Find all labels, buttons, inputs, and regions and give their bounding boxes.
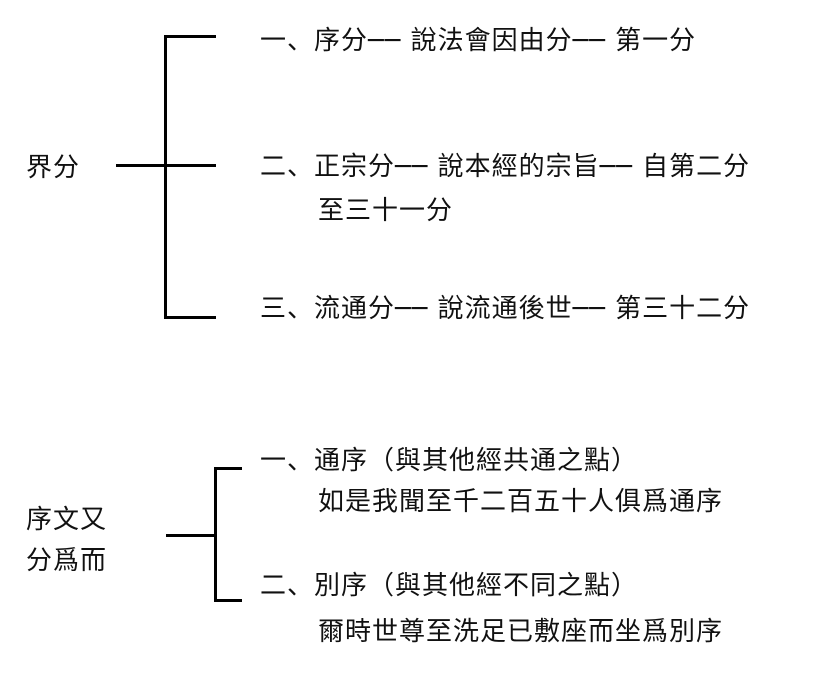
root-connector: [116, 164, 166, 167]
root-label-jiefen: 界分: [26, 153, 81, 183]
branch-2-text-line1: 二、正宗分── 說本經的宗旨── 自第二分: [260, 152, 751, 182]
branch-2-1: [214, 467, 242, 470]
branch-3: [164, 316, 216, 319]
branch-2-2-text-line2: 爾時世尊至洗足已敷座而坐爲別序: [318, 617, 724, 647]
branch-3-text: 三、流通分── 說流通後世── 第三十二分: [260, 294, 751, 324]
branch-2-2: [214, 599, 242, 602]
bracket-vertical: [164, 35, 167, 319]
root-label-line1: 序文又: [26, 505, 108, 535]
branch-1: [164, 35, 216, 38]
root-connector-2: [166, 534, 216, 537]
branch-2-text-line2: 至三十一分: [318, 196, 454, 226]
branch-2-1-text-line1: 一、通序（與其他經共通之點）: [260, 446, 639, 476]
branch-1-text: 一、序分── 說法會因由分── 第一分: [260, 26, 697, 56]
branch-2-2-text-line1: 二、別序（與其他經不同之點）: [260, 571, 639, 601]
bracket-vertical-2: [214, 467, 217, 602]
branch-2: [164, 164, 216, 167]
branch-2-1-text-line2: 如是我聞至千二百五十人俱爲通序: [318, 487, 724, 517]
root-label-line2: 分爲而: [26, 546, 108, 576]
